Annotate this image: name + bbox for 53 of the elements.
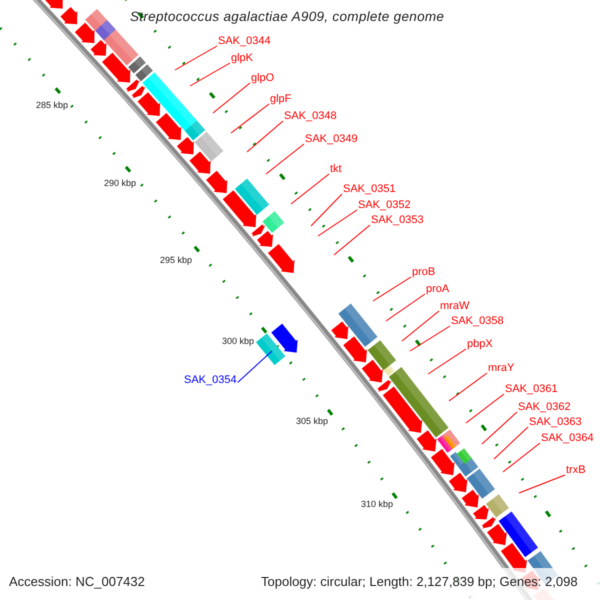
gene-label: SAK_0353 [371, 214, 424, 227]
gene-label: SAK_0358 [451, 315, 504, 328]
gene-label: proB [412, 266, 436, 279]
gene-label: SAK_0349 [305, 133, 358, 146]
scale-label: 310 kbp [361, 499, 394, 509]
leader-line [237, 350, 272, 383]
gene-label: SAK_0351 [343, 183, 396, 196]
gene-label: SAK_0363 [529, 416, 582, 429]
leader-line [266, 144, 304, 174]
gene-label: trxB [566, 464, 586, 477]
gene-label: SAK_0361 [505, 383, 558, 396]
gene-label: SAK_0352 [358, 199, 411, 212]
leader-line [246, 120, 284, 152]
leader-line [174, 46, 218, 70]
leader-line [448, 372, 488, 402]
gene-label: glpO [251, 72, 274, 85]
leader-line [334, 224, 370, 256]
footer-text: Topology: circular; Length: 2,127,839 bp; Genes: 2,098 [261, 574, 578, 589]
gene-label: SAK_0348 [284, 110, 337, 123]
leader-line [466, 394, 504, 424]
scale-label: 305 kbp [296, 416, 328, 426]
gene-label: glpK [231, 52, 254, 65]
gene-label: mraY [488, 362, 514, 375]
leader-line [310, 194, 342, 226]
leader-line [410, 326, 450, 352]
leader-line [190, 62, 230, 86]
leader-line [494, 426, 528, 460]
scale-label: 300 kbp [222, 336, 254, 346]
leader-line [428, 348, 466, 374]
map-title: Streptococcus agalactiae A909, complete genome [130, 9, 444, 24]
gene-label: glpF [270, 93, 292, 106]
gene-label: pbpX [467, 338, 493, 351]
leader-line [290, 174, 330, 204]
gene-label: proA [426, 283, 450, 296]
scale-label: 285 kbp [36, 100, 68, 110]
gene-label: SAK_0362 [518, 401, 571, 414]
leader-line [318, 210, 358, 236]
leader-line [482, 412, 518, 444]
leader-line [518, 474, 566, 494]
leader-line [212, 82, 250, 114]
gene-label: tkt [330, 163, 342, 176]
leader-line [230, 104, 270, 134]
footer-text: Accession: NC_007432 [9, 574, 145, 589]
gene-label: SAK_0354 [184, 374, 237, 387]
leader-line [386, 294, 426, 322]
leader-line [402, 310, 440, 342]
leader-line [502, 442, 540, 472]
scale-label: 290 kbp [104, 178, 136, 188]
gene-label: SAK_0364 [541, 432, 594, 445]
scale-label: 295 kbp [160, 255, 192, 265]
gene-label: SAK_0344 [218, 35, 271, 48]
gene-label: mraW [440, 300, 470, 313]
leader-line [372, 276, 412, 302]
